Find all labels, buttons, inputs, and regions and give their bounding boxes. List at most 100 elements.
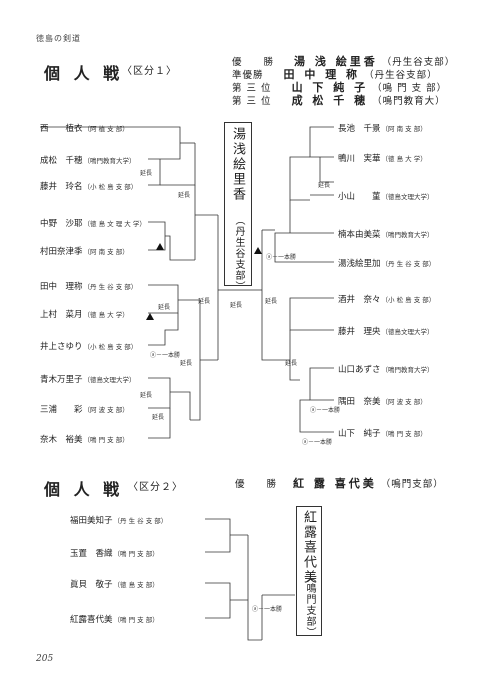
encho-label: 延長	[180, 360, 193, 367]
player-team: （丹 生 谷 支 部）	[381, 260, 436, 268]
result-rank: 準優勝	[232, 70, 264, 81]
player-team: （徳島文理大学）	[381, 193, 434, 201]
player-name: 青木万里子	[40, 375, 83, 385]
player-entry: 奈木 裕美（鳴 門 支 部）	[40, 433, 129, 445]
player-name: 藤井 理央	[338, 327, 381, 337]
encho-label: 延長	[285, 360, 298, 367]
player-team: （阿 南 支 部）	[83, 248, 129, 256]
player-entry: 酒井 奈々（小 松 島 支 部）	[338, 293, 435, 305]
encho-label: 延長	[265, 298, 278, 305]
player-entry: 西 植衣（阿 植 支 部）	[40, 122, 129, 134]
result-row: 準優勝 田 中 理 称 （丹生谷支部）	[232, 69, 438, 82]
result-name: 田 中 理 称	[283, 68, 361, 81]
section1-heading: 個 人 戦	[44, 64, 124, 83]
result-row: 第 三 位 山 下 純 子 （鳴 門 支 部）	[232, 82, 447, 95]
encho-label: 延長	[140, 392, 153, 399]
player-team: （鳴 門 支 部）	[113, 550, 159, 558]
player-team: （阿 波 支 部）	[83, 406, 129, 414]
ippon-label: ⓐ－一本勝	[310, 407, 341, 414]
player-name: 村田奈津季	[40, 247, 83, 257]
result-team: （丹生谷支部）	[381, 57, 456, 68]
result-team: （丹生谷支部）	[364, 70, 438, 81]
ippon-label: ⓐ－一本勝	[266, 254, 297, 261]
player-entry: 湯浅絵里加（丹 生 谷 支 部）	[338, 257, 435, 269]
player-name: 楠本由美菜	[338, 230, 381, 240]
result-name: 成 松 千 穂	[291, 94, 369, 107]
player-name: 成松 千穂	[40, 156, 83, 166]
player-team: （鳴 門 支 部）	[113, 616, 159, 624]
champion-box	[224, 122, 252, 286]
player-team: （徳 島 支 部）	[113, 581, 159, 589]
player-entry: 成松 千穂（鳴門教育大学）	[40, 154, 136, 166]
champion-team: （丹生谷支部）	[233, 215, 244, 292]
champion-name: 湯浅絵里香	[230, 127, 245, 202]
section1-division: 〈区分１〉	[122, 66, 177, 77]
player-entry: 楠本由美菜（鳴門教育大学）	[338, 228, 434, 240]
page-number: 205	[36, 654, 54, 664]
player-entry: 青木万里子（徳島文理大学）	[40, 373, 136, 385]
player-team: （鳴門教育大学）	[83, 157, 136, 165]
player-name: 三浦 彩	[40, 405, 83, 415]
champion-name-2: 紅露喜代美	[301, 510, 316, 585]
player-entry: 眞貝 敬子（徳 島 支 部）	[70, 578, 159, 590]
player-name: 眞貝 敬子	[70, 580, 113, 590]
player-name: 井上さゆり	[40, 342, 83, 352]
result-row: 第 三 位 成 松 千 穂 （鳴門教育大）	[232, 95, 446, 108]
encho-label: 延長	[158, 304, 171, 311]
result-rank: 優 勝	[235, 479, 278, 490]
result-row: 優 勝 湯 浅 絵里香 （丹生谷支部）	[232, 56, 455, 69]
player-entry: 玉置 香織（鳴 門 支 部）	[70, 547, 159, 559]
player-name: 酒井 奈々	[338, 295, 381, 305]
player-name: 湯浅絵里加	[338, 259, 381, 269]
player-name: 長池 千景	[338, 124, 381, 134]
player-team: （阿 波 支 部）	[381, 398, 427, 406]
player-entry: 藤井 理央（徳島文理大学）	[338, 325, 434, 337]
player-team: （小 松 島 支 部）	[381, 296, 436, 304]
player-team: （鳴門教育大学）	[381, 231, 434, 239]
result-team: （鳴門教育大）	[372, 96, 446, 107]
result-team: （鳴門支部）	[380, 479, 444, 490]
player-entry: 藤井 玲名（小 松 島 支 部）	[40, 180, 137, 192]
player-entry: 田中 理称（丹 生 谷 支 部）	[40, 280, 137, 292]
player-entry: 井上さゆり（小 松 島 支 部）	[40, 340, 137, 352]
player-entry: 福田美知子（丹 生 谷 支 部）	[70, 514, 167, 526]
player-entry: 上村 菜月（徳 島 大 学）	[40, 308, 129, 320]
encho-label: 延長	[178, 192, 191, 199]
encho-label: 延長	[140, 170, 153, 177]
player-entry: 紅露喜代美（鳴 門 支 部）	[70, 613, 159, 625]
player-entry: 三浦 彩（阿 波 支 部）	[40, 403, 129, 415]
ippon-label: ⓐ－一本勝	[252, 606, 283, 613]
champion-box-2	[296, 506, 322, 636]
player-team: （徳 島 大 学）	[83, 311, 129, 319]
player-name: 山口あずさ	[338, 365, 381, 375]
encho-label: 延長	[230, 302, 243, 309]
player-entry: 小山 菫（徳島文理大学）	[338, 190, 434, 202]
ippon-label: ⓐ－一本勝	[150, 352, 181, 359]
player-team: （阿 南 支 部）	[381, 125, 427, 133]
result-name: 湯 浅 絵里香	[294, 55, 378, 68]
player-name: 田中 理称	[40, 282, 83, 292]
player-entry: 山下 純子（鳴 門 支 部）	[338, 427, 427, 439]
player-team: （徳 島 文 理 大 学）	[83, 220, 146, 228]
player-name: 藤井 玲名	[40, 182, 83, 192]
player-name: 隅田 奈美	[338, 397, 381, 407]
result-name: 紅 露 喜代美	[293, 477, 377, 490]
player-team: （鳴 門 支 部）	[381, 430, 427, 438]
player-entry: 中野 沙耶（徳 島 文 理 大 学）	[40, 217, 146, 229]
player-name: 紅露喜代美	[70, 615, 113, 625]
result-name: 山 下 純 子	[291, 81, 369, 94]
player-team: （鳴 門 支 部）	[83, 436, 129, 444]
player-team: （小 松 島 支 部）	[83, 343, 138, 351]
player-team: （徳 島 大 学）	[381, 155, 427, 163]
player-name: 上村 菜月	[40, 310, 83, 320]
player-team: （小 松 島 支 部）	[83, 183, 138, 191]
champion-team-2: （鳴門支部）	[304, 572, 315, 638]
player-name: 山下 純子	[338, 429, 381, 439]
player-name: 中野 沙耶	[40, 219, 83, 229]
player-entry: 鴨川 実華（徳 島 大 学）	[338, 152, 427, 164]
player-name: 西 植衣	[40, 124, 83, 134]
ippon-text: 一本勝	[264, 606, 283, 613]
player-team: （阿 植 支 部）	[83, 125, 129, 133]
result-rank: 第 三 位	[232, 83, 272, 94]
